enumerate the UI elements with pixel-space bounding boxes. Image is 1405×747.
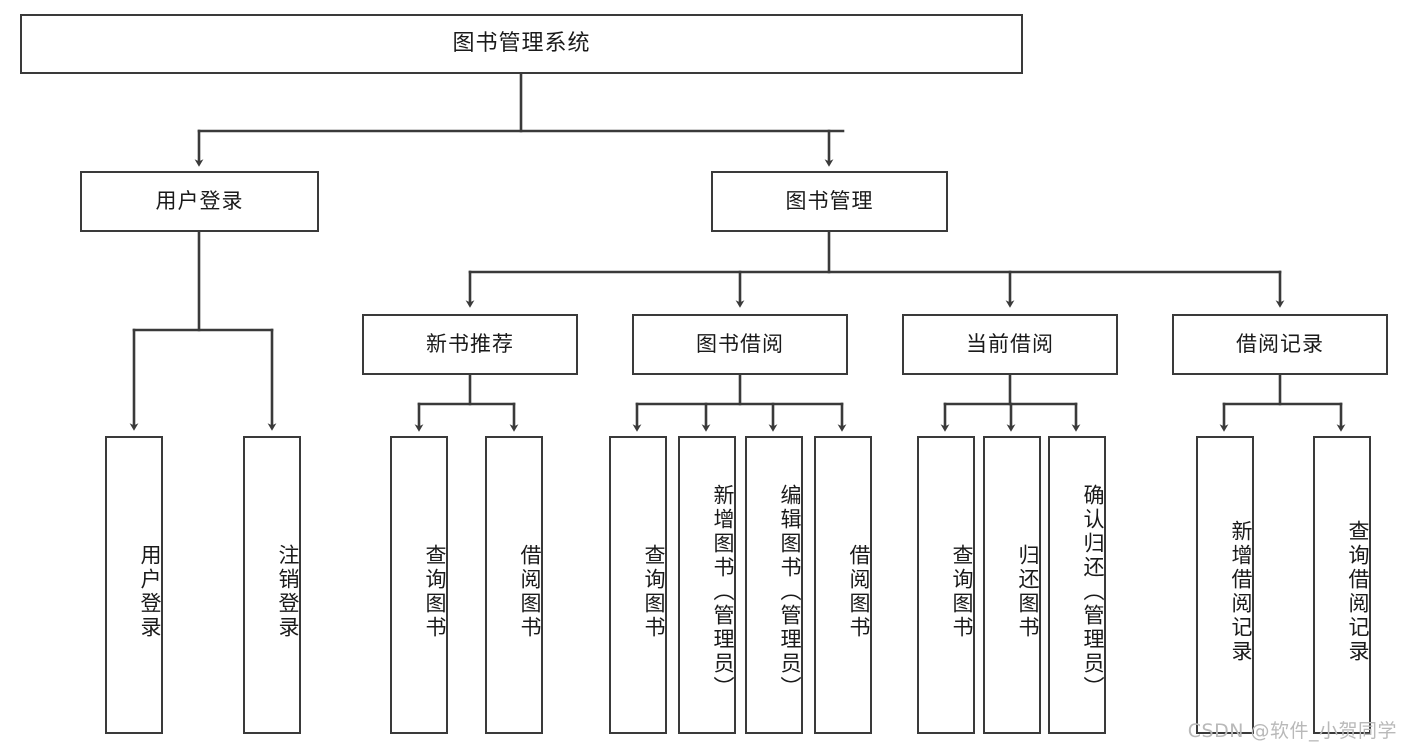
node-label: 查询图书: [642, 544, 666, 640]
node-label: 归还图书: [1016, 544, 1040, 640]
node-label: 查询图书: [950, 544, 974, 640]
node-label: 借阅图书: [518, 544, 542, 640]
node-leaf-confirm-return-admin[interactable]: 确认归还（管理员）: [1048, 436, 1106, 734]
node-leaf-query-book-rec[interactable]: 查询图书: [390, 436, 448, 734]
node-label: 注销登录: [276, 544, 300, 640]
node-label: 当前借阅: [966, 331, 1054, 356]
node-leaf-borrow-book-rec[interactable]: 借阅图书: [485, 436, 543, 734]
node-leaf-return-book[interactable]: 归还图书: [983, 436, 1041, 734]
node-label: 编辑图书（管理员）: [778, 484, 802, 700]
node-borrowing-record[interactable]: 借阅记录: [1172, 314, 1388, 375]
node-leaf-add-book-admin[interactable]: 新增图书（管理员）: [678, 436, 736, 734]
node-book-management[interactable]: 图书管理: [711, 171, 948, 232]
node-leaf-query-book-borrow[interactable]: 查询图书: [609, 436, 667, 734]
node-book-borrowing[interactable]: 图书借阅: [632, 314, 848, 375]
node-label: 用户登录: [138, 544, 162, 640]
node-label: 图书管理: [785, 188, 874, 213]
csdn-watermark: CSDN @软件_小贺同学: [1187, 720, 1397, 742]
node-label: 借阅图书: [847, 544, 871, 640]
node-label: 查询图书: [423, 544, 447, 640]
node-leaf-borrow-book[interactable]: 借阅图书: [814, 436, 872, 734]
node-label: 借阅记录: [1236, 331, 1324, 356]
node-root-book-management-system[interactable]: 图书管理系统: [20, 14, 1023, 74]
node-label: 图书管理系统: [452, 30, 591, 56]
node-new-book-recommendation[interactable]: 新书推荐: [362, 314, 578, 375]
node-label: 新增图书（管理员）: [711, 484, 735, 700]
node-label: 新增借阅记录: [1229, 520, 1253, 664]
node-user-login[interactable]: 用户登录: [80, 171, 319, 232]
node-label: 确认归还（管理员）: [1081, 484, 1105, 700]
node-label: 用户登录: [155, 188, 244, 213]
node-leaf-query-borrow-record[interactable]: 查询借阅记录: [1313, 436, 1371, 734]
node-label: 查询借阅记录: [1346, 520, 1370, 664]
node-current-borrowing[interactable]: 当前借阅: [902, 314, 1118, 375]
node-label: 新书推荐: [426, 331, 514, 356]
node-leaf-user-login[interactable]: 用户登录: [105, 436, 163, 734]
node-leaf-edit-book-admin[interactable]: 编辑图书（管理员）: [745, 436, 803, 734]
node-label: 图书借阅: [696, 331, 784, 356]
node-leaf-query-book-current[interactable]: 查询图书: [917, 436, 975, 734]
node-leaf-add-borrow-record[interactable]: 新增借阅记录: [1196, 436, 1254, 734]
node-leaf-logout-login[interactable]: 注销登录: [243, 436, 301, 734]
